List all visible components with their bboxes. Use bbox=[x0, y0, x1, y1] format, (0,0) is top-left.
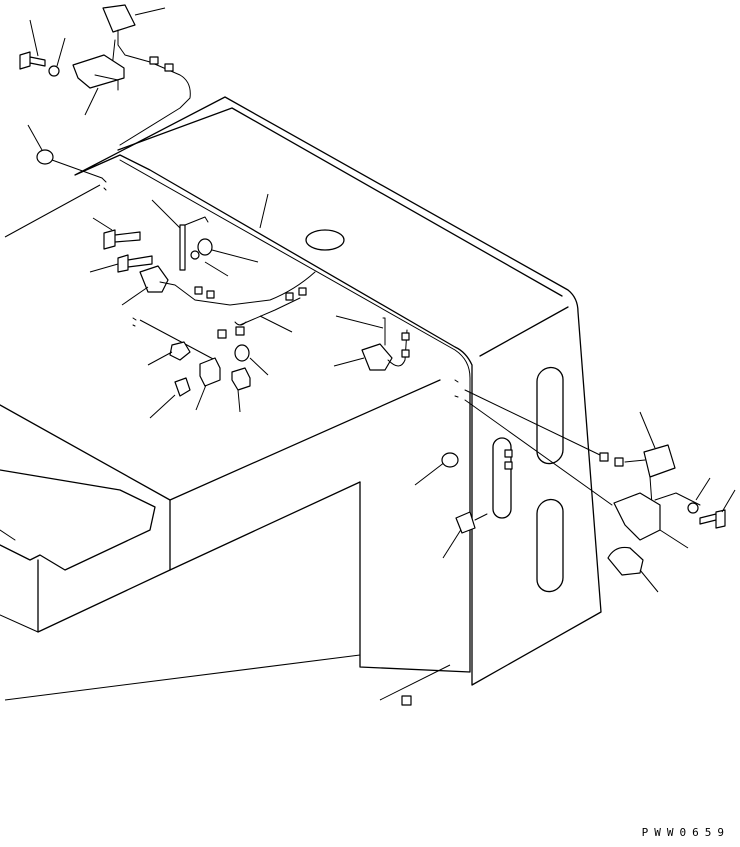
grommet-left bbox=[36, 149, 54, 165]
connector-i bbox=[401, 332, 410, 341]
connector-m bbox=[504, 449, 513, 458]
roof-panel-edge bbox=[74, 96, 602, 686]
nut-center-lower bbox=[234, 344, 250, 362]
window-lower bbox=[536, 498, 564, 593]
roof-hatch bbox=[305, 229, 345, 251]
connector-b bbox=[164, 63, 174, 72]
connector-door-bottom bbox=[401, 695, 412, 706]
bolt-upper-left bbox=[19, 51, 46, 70]
connector-n bbox=[504, 461, 513, 470]
door-panel bbox=[359, 391, 471, 673]
washer-center bbox=[190, 250, 200, 260]
center-harness-assembly bbox=[89, 199, 316, 419]
work-lamp-roof bbox=[361, 343, 393, 371]
connector-g bbox=[217, 329, 227, 339]
connector-k bbox=[599, 452, 609, 462]
grommet-door bbox=[441, 452, 459, 468]
nut-center bbox=[197, 238, 213, 256]
bolt-center-lower bbox=[117, 254, 153, 273]
connector-l bbox=[614, 457, 624, 467]
leader-lines bbox=[4, 184, 463, 701]
rocker-switch bbox=[455, 511, 476, 534]
roof-lamp-assembly bbox=[333, 315, 410, 371]
bracket-center bbox=[179, 224, 186, 271]
body-left-front bbox=[0, 469, 156, 571]
right-lamp-assembly bbox=[454, 379, 736, 593]
bolt-center-upper bbox=[103, 229, 141, 250]
connector-c bbox=[194, 286, 203, 295]
body-left-block bbox=[37, 559, 171, 633]
work-lamp-upper-left bbox=[102, 4, 136, 33]
lamp-bracket-right bbox=[613, 492, 661, 541]
grommet-small bbox=[174, 377, 191, 397]
window-door bbox=[492, 437, 512, 519]
connector-e bbox=[285, 292, 294, 301]
body-lower-edge bbox=[169, 481, 361, 571]
cab-body bbox=[0, 96, 602, 686]
washer-right bbox=[687, 502, 699, 514]
window-upper bbox=[536, 366, 564, 465]
body-front-edge bbox=[0, 379, 441, 501]
connector-a bbox=[149, 56, 159, 65]
connector-h bbox=[235, 326, 245, 336]
connector-f bbox=[298, 287, 307, 296]
roof-groove bbox=[119, 159, 471, 673]
work-lamp-center bbox=[139, 265, 169, 293]
work-lamp-right bbox=[643, 444, 676, 478]
lamp-bracket-upper-left bbox=[72, 54, 125, 89]
door-components bbox=[401, 449, 513, 706]
drawing-number: PWW0659 bbox=[641, 826, 730, 839]
lamp-cover-right bbox=[607, 546, 644, 576]
side-panel-front bbox=[479, 306, 569, 357]
washer-upper-left bbox=[48, 65, 60, 77]
switch-center bbox=[199, 357, 221, 387]
bolt-center-switch bbox=[231, 367, 251, 391]
bolt-right bbox=[699, 509, 726, 529]
connector-d bbox=[206, 290, 215, 299]
body-left-edge bbox=[0, 529, 39, 633]
upper-left-lamp-assembly bbox=[19, 4, 191, 191]
connector-j bbox=[401, 349, 410, 358]
roof-inner-edge bbox=[117, 107, 563, 297]
